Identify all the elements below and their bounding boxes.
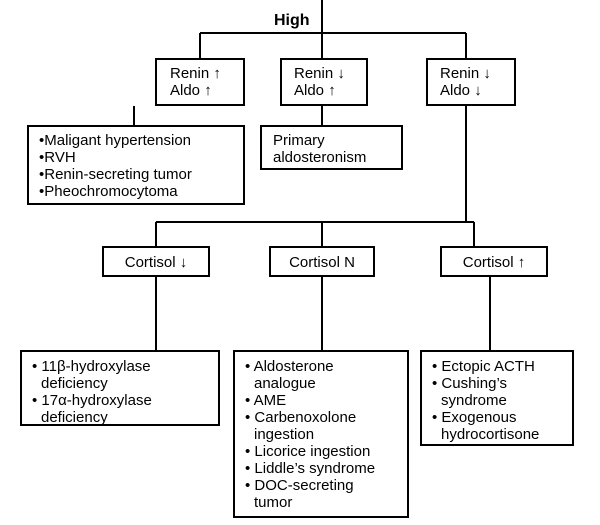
list-item: • Cushing’s xyxy=(432,375,508,392)
aldo-label: Aldo ↓ xyxy=(440,82,482,99)
cortisol-low-box: Cortisol ↓ xyxy=(102,246,210,277)
list-item: •Renin-secreting tumor xyxy=(39,166,192,183)
list-item: • Ectopic ACTH xyxy=(432,358,535,375)
cortisol-high-box: Cortisol ↑ xyxy=(440,246,548,277)
renin-aldo-box-2: Renin ↓ Aldo ↑ xyxy=(280,58,368,106)
aldosteronism-label: aldosteronism xyxy=(273,149,367,166)
aldo-label: Aldo ↑ xyxy=(294,82,336,99)
list-item: • Aldosterone xyxy=(245,358,334,375)
primary-label: Primary xyxy=(273,132,325,149)
primary-aldosteronism-box: Primary aldosteronism xyxy=(260,125,403,170)
cortisol-low-label: Cortisol ↓ xyxy=(124,254,188,271)
list-item: • 11β-hydroxylase xyxy=(32,358,151,375)
list-item: • Liddle’s syndrome xyxy=(245,460,376,477)
aldo-label: Aldo ↑ xyxy=(170,82,212,99)
list-item-continued: ingestion xyxy=(254,426,315,443)
renin-aldo-box-1: Renin ↑ Aldo ↑ xyxy=(155,58,245,106)
list-item-continued: deficiency xyxy=(41,409,108,426)
renin-aldo-box-3: Renin ↓ Aldo ↓ xyxy=(426,58,516,106)
diagram-title: High xyxy=(274,12,310,29)
low-cortisol-causes-box: • 11β-hydroxylase deficiency • 17α-hydro… xyxy=(20,350,220,426)
renin-label: Renin ↑ xyxy=(170,65,221,82)
list-item-continued: tumor xyxy=(254,494,293,511)
list-item-continued: hydrocortisone xyxy=(441,426,540,443)
high-cortisol-causes-box: • Ectopic ACTH • Cushing’s syndrome • Ex… xyxy=(420,350,574,446)
list-item-continued: deficiency xyxy=(41,375,108,392)
list-item-continued: syndrome xyxy=(441,392,507,409)
list-item: •Maligant hypertension xyxy=(39,132,192,149)
high-renin-causes-box: •Maligant hypertension •RVH •Renin-secre… xyxy=(27,125,245,205)
list-item: • DOC-secreting xyxy=(245,477,354,494)
list-item: •RVH xyxy=(39,149,76,166)
list-item: • 17α-hydroxylase xyxy=(32,392,152,409)
cortisol-high-label: Cortisol ↑ xyxy=(462,254,526,271)
normal-cortisol-causes-box: • Aldosterone analogue • AME • Carbenoxo… xyxy=(233,350,409,518)
list-item: • Licorice ingestion xyxy=(245,443,371,460)
renin-label: Renin ↓ xyxy=(440,65,491,82)
list-item: • AME xyxy=(245,392,287,409)
renin-label: Renin ↓ xyxy=(294,65,345,82)
list-item: • Exogenous xyxy=(432,409,517,426)
cortisol-normal-box: Cortisol N xyxy=(269,246,375,277)
list-item: • Carbenoxolone xyxy=(245,409,357,426)
cortisol-normal-label: Cortisol N xyxy=(289,254,355,271)
list-item-continued: analogue xyxy=(254,375,316,392)
list-item: •Pheochromocytoma xyxy=(39,183,178,200)
